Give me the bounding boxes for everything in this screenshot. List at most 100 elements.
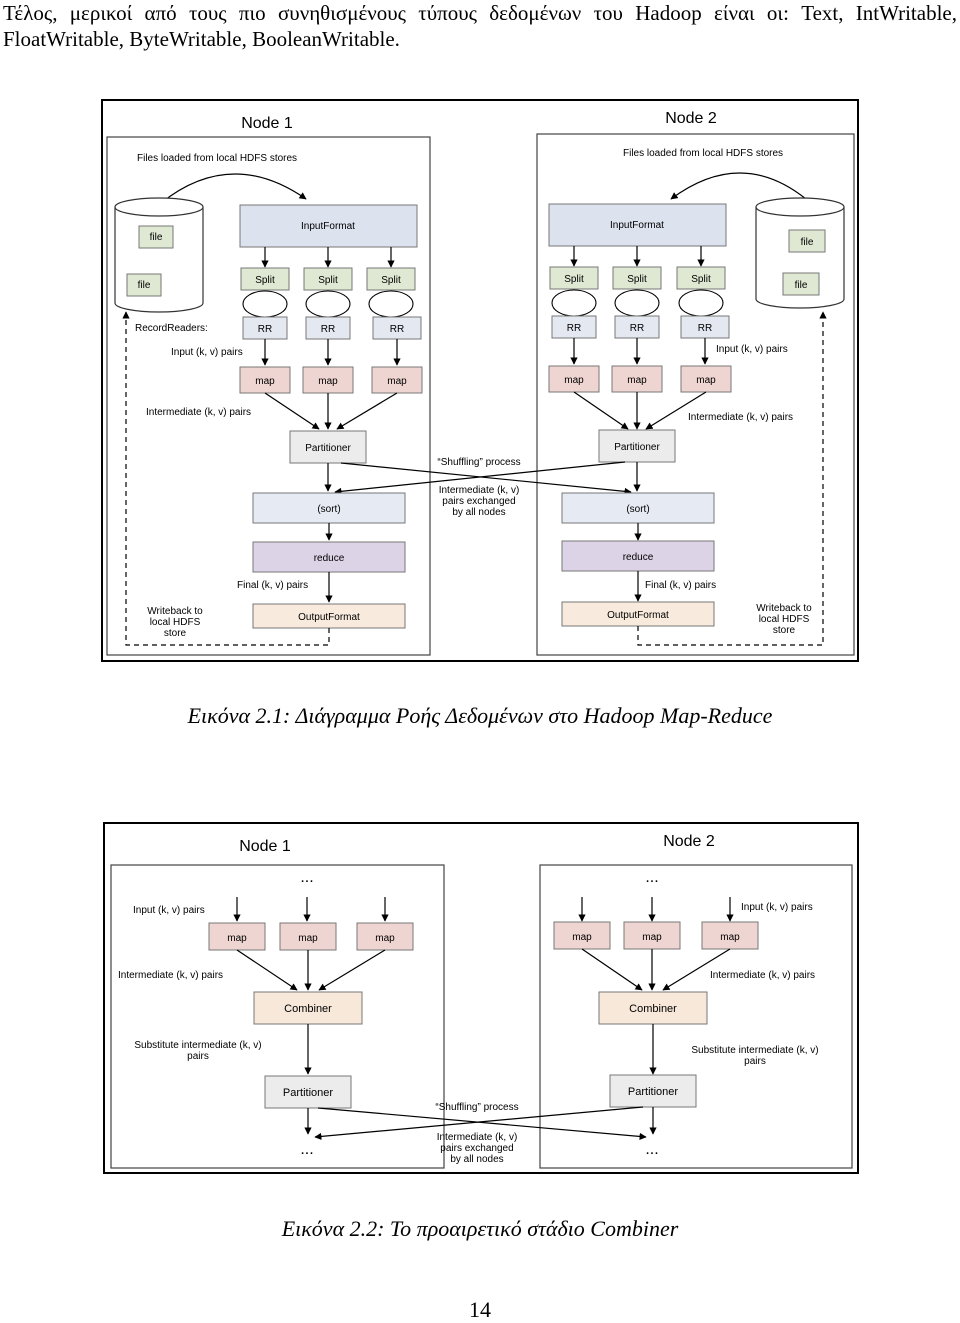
svg-text:map: map bbox=[298, 933, 318, 944]
fig2-node2-intermediate-label: Intermediate (k, v) pairs bbox=[710, 970, 815, 981]
fig2-node1-combiner-box bbox=[253, 991, 363, 1025]
svg-text:Split: Split bbox=[627, 274, 647, 285]
node2-files-loaded-label: Files loaded from local HDFS stores bbox=[623, 148, 783, 159]
svg-text:map: map bbox=[387, 376, 407, 387]
fig2-shuffling-label: “Shuffling” process bbox=[435, 1102, 518, 1113]
svg-text:OutputFormat: OutputFormat bbox=[298, 612, 360, 623]
fig2-node2-bottom-ellipsis: ... bbox=[645, 1141, 658, 1158]
exchanged-label-2: pairs exchanged bbox=[442, 496, 515, 507]
svg-text:map: map bbox=[564, 375, 584, 386]
svg-text:file: file bbox=[138, 280, 151, 291]
svg-text:map: map bbox=[627, 375, 647, 386]
svg-text:Partitioner: Partitioner bbox=[283, 1087, 333, 1099]
svg-text:Combiner: Combiner bbox=[284, 1003, 332, 1015]
node1-intermediate-label: Intermediate (k, v) pairs bbox=[146, 407, 251, 418]
node1-sort-box bbox=[252, 492, 406, 524]
split-boxes: Split Split Split Split Split Split bbox=[240, 266, 726, 291]
inputformat-to-split-arrows bbox=[261, 246, 705, 268]
svg-text:RR: RR bbox=[630, 323, 644, 334]
fig2-node1-bottom-ellipsis: ... bbox=[300, 1141, 313, 1158]
svg-text:reduce: reduce bbox=[314, 553, 345, 564]
fig2-shuffle-arrows bbox=[304, 1106, 657, 1141]
svg-text:(sort): (sort) bbox=[317, 504, 340, 515]
svg-text:InputFormat: InputFormat bbox=[610, 220, 664, 231]
node2-writeback-label-3: store bbox=[773, 625, 796, 636]
node1-writeback-label-1: Writeback to bbox=[147, 606, 203, 617]
fig2-node1-input-label: Input (k, v) pairs bbox=[133, 905, 205, 916]
rr-to-map-arrows bbox=[261, 338, 709, 366]
fig2-exchanged-label-1: Intermediate (k, v) bbox=[437, 1132, 518, 1143]
fig2-node1-partitioner-box bbox=[264, 1075, 352, 1109]
fig2-node2-title: Node 2 bbox=[663, 833, 715, 850]
intro-paragraph: Τέλος, μερικοί από τους πιο συνηθισμένου… bbox=[3, 1, 957, 51]
svg-text:RR: RR bbox=[567, 323, 581, 334]
svg-text:map: map bbox=[642, 932, 662, 943]
node2-inputformat-box bbox=[548, 203, 727, 247]
fig2-node1-title: Node 1 bbox=[239, 838, 291, 855]
fig2-node1-substitute-label-1: Substitute intermediate (k, v) bbox=[134, 1040, 261, 1051]
node2-sort-box bbox=[561, 492, 715, 524]
svg-text:Partitioner: Partitioner bbox=[628, 1086, 678, 1098]
fig2-node1-top-ellipsis: ... bbox=[300, 869, 313, 886]
svg-text:Partitioner: Partitioner bbox=[614, 442, 660, 453]
shuffling-label: “Shuffling” process bbox=[437, 457, 520, 468]
node2-writeback-label-1: Writeback to bbox=[756, 603, 812, 614]
fig2-exchanged-label-3: by all nodes bbox=[450, 1154, 503, 1165]
fig2-node2-input-label: Input (k, v) pairs bbox=[741, 902, 813, 913]
svg-text:map: map bbox=[227, 933, 247, 944]
svg-text:map: map bbox=[720, 932, 740, 943]
fig2-node2-substitute-label-1: Substitute intermediate (k, v) bbox=[691, 1045, 818, 1056]
svg-text:map: map bbox=[255, 376, 275, 387]
exchanged-label-3: by all nodes bbox=[452, 507, 505, 518]
figure2-caption: Εικόνα 2.2: Το προαιρετικό στάδιο Combin… bbox=[281, 1216, 679, 1241]
fig2-node2-combiner-box bbox=[598, 991, 708, 1025]
figure-mapreduce-dataflow: Node 1 Node 2 Files loaded from local HD… bbox=[101, 99, 859, 662]
svg-text:Partitioner: Partitioner bbox=[305, 443, 351, 454]
node2-writeback-label-2: local HDFS bbox=[759, 614, 810, 625]
fig2-input-arrows bbox=[233, 897, 734, 922]
figure-combiner-stage: Node 1 Node 2 ... ... Input (k, v) pairs… bbox=[103, 822, 859, 1174]
exchanged-label-1: Intermediate (k, v) bbox=[439, 485, 520, 496]
node1-outputformat-box bbox=[252, 603, 406, 629]
svg-text:OutputFormat: OutputFormat bbox=[607, 610, 669, 621]
node1-final-pairs-label: Final (k, v) pairs bbox=[237, 580, 308, 591]
svg-text:RR: RR bbox=[321, 324, 335, 335]
svg-text:InputFormat: InputFormat bbox=[301, 221, 355, 232]
fig2-node1-intermediate-label: Intermediate (k, v) pairs bbox=[118, 970, 223, 981]
svg-text:map: map bbox=[318, 376, 338, 387]
fig2-exchanged-label-2: pairs exchanged bbox=[440, 1143, 513, 1154]
svg-text:Split: Split bbox=[691, 274, 711, 285]
node1-reduce-box bbox=[252, 541, 406, 573]
node1-title: Node 1 bbox=[241, 115, 293, 132]
page-number: 14 bbox=[469, 1297, 491, 1322]
svg-text:RR: RR bbox=[258, 324, 272, 335]
svg-text:Combiner: Combiner bbox=[629, 1003, 677, 1015]
node2-outputformat-box bbox=[561, 601, 715, 627]
svg-text:RR: RR bbox=[390, 324, 404, 335]
svg-text:file: file bbox=[150, 232, 163, 243]
svg-text:Split: Split bbox=[564, 274, 584, 285]
shuffle-arrows bbox=[324, 461, 641, 495]
node2-intermediate-label: Intermediate (k, v) pairs bbox=[688, 412, 793, 423]
svg-text:map: map bbox=[572, 932, 592, 943]
fig2-combiner-to-partitioner-arrows bbox=[304, 1024, 657, 1075]
node1-writeback-label-2: local HDFS bbox=[150, 617, 201, 628]
svg-text:file: file bbox=[801, 237, 814, 248]
svg-text:Split: Split bbox=[318, 275, 338, 286]
svg-text:file: file bbox=[795, 280, 808, 291]
svg-text:reduce: reduce bbox=[623, 552, 654, 563]
reduce-to-output-arrows bbox=[325, 571, 642, 603]
node2-title: Node 2 bbox=[665, 110, 717, 127]
node2-storage-cylinder: file file bbox=[755, 197, 845, 309]
svg-text:(sort): (sort) bbox=[626, 504, 649, 515]
map-to-partitioner-arrows bbox=[264, 391, 707, 430]
fig2-node2-substitute-label-2: pairs bbox=[744, 1056, 766, 1067]
svg-text:map: map bbox=[696, 375, 716, 386]
fig2-node1-substitute-label-2: pairs bbox=[187, 1051, 209, 1062]
node2-input-pairs-label: Input (k, v) pairs bbox=[716, 344, 788, 355]
node2-final-pairs-label: Final (k, v) pairs bbox=[645, 580, 716, 591]
fig2-node2-top-ellipsis: ... bbox=[645, 869, 658, 886]
node1-files-loaded-label: Files loaded from local HDFS stores bbox=[137, 153, 297, 164]
fig2-map-to-combiner-arrows bbox=[236, 948, 731, 991]
svg-text:map: map bbox=[375, 933, 395, 944]
